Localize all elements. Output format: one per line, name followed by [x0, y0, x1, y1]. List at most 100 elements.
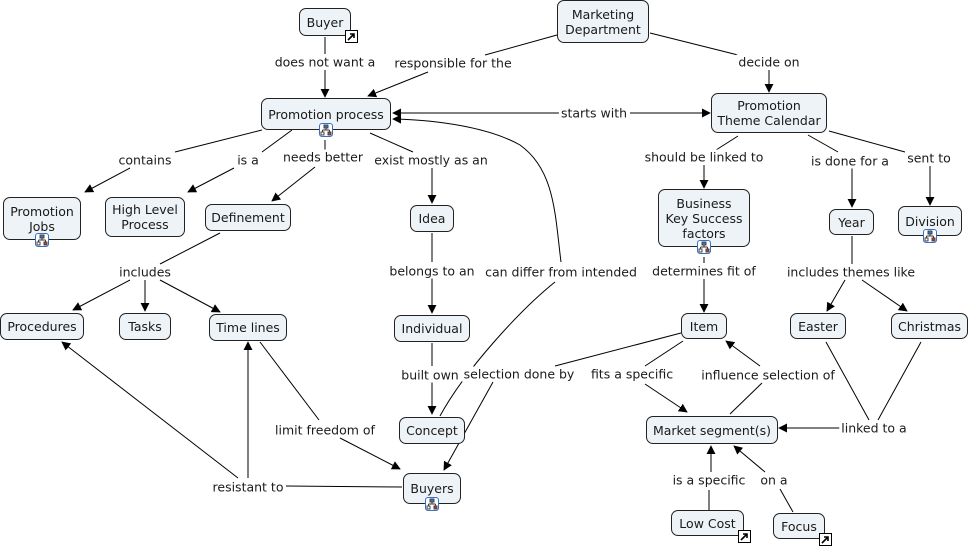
node-label: Tasks: [128, 319, 162, 334]
node-idea[interactable]: Idea: [410, 205, 454, 232]
link-label-exist-mostly-as-an[interactable]: exist mostly as an: [372, 152, 490, 168]
link-label-can-differ-from-intended[interactable]: can differ from intended: [483, 264, 639, 280]
link-label-determines-fit-of[interactable]: determines fit of: [650, 263, 758, 279]
node-procedures[interactable]: Procedures: [0, 313, 84, 340]
node-focus[interactable]: Focus: [773, 513, 832, 546]
node-year[interactable]: Year: [829, 209, 874, 235]
link-label-built-own[interactable]: built own: [399, 367, 461, 383]
edge: [644, 340, 684, 367]
edge: [392, 114, 562, 263]
concept-map-icon[interactable]: [319, 123, 333, 137]
edge: [159, 279, 221, 313]
link-label-sent-to[interactable]: sent to: [905, 150, 953, 166]
edge: [443, 381, 494, 471]
node-label: Buyer: [306, 14, 344, 30]
node-easter[interactable]: Easter: [790, 313, 846, 339]
node-promotion-theme-calendar[interactable]: Promotion Theme Calendar: [711, 93, 827, 133]
edge: [877, 341, 922, 421]
link-label-limit-freedom-of[interactable]: limit freedom of: [273, 422, 377, 438]
node-label: Idea: [418, 211, 446, 226]
edge: [159, 232, 221, 265]
edge: [807, 134, 839, 153]
edge: [339, 437, 401, 470]
link-label-is-a-specific[interactable]: is a specific: [670, 472, 748, 488]
node-promotion-jobs[interactable]: Promotion Jobs: [3, 197, 81, 247]
link-label-influence-selection-of[interactable]: influence selection of: [699, 367, 837, 383]
edge: [828, 130, 906, 153]
link-label-fits-a-specific[interactable]: fits a specific: [588, 366, 676, 382]
external-link-icon[interactable]: [738, 530, 751, 543]
node-label: Concept: [406, 423, 458, 438]
edge: [72, 279, 131, 311]
edge: [715, 135, 739, 151]
node-label: Promotion Jobs: [10, 203, 74, 234]
edge: [285, 485, 403, 488]
link-label-contains[interactable]: contains: [116, 152, 174, 168]
edge: [61, 341, 239, 479]
node-label: Christmas: [897, 318, 962, 334]
edge: [554, 332, 682, 367]
edge: [259, 341, 320, 421]
edge: [825, 341, 870, 421]
link-label-is-a[interactable]: is a: [235, 152, 261, 168]
node-label: Market segment(s): [652, 422, 772, 438]
link-label-includes[interactable]: includes: [117, 264, 173, 280]
node-division[interactable]: Division: [898, 206, 962, 243]
node-label: Promotion process: [268, 106, 384, 122]
edge: [271, 166, 316, 202]
node-label: Marketing Department: [565, 6, 641, 37]
edge: [729, 382, 763, 415]
link-label-belongs-to-an[interactable]: belongs to an: [387, 263, 477, 279]
concept-map-icon[interactable]: [35, 233, 49, 247]
node-christmas[interactable]: Christmas: [891, 313, 968, 339]
link-label-includes-themes-like[interactable]: includes themes like: [784, 264, 918, 280]
link-label-on-a[interactable]: on a: [758, 472, 790, 488]
concept-map-icon[interactable]: [923, 229, 937, 243]
node-low-cost[interactable]: Low Cost: [671, 510, 751, 543]
concept-map-icon[interactable]: [697, 240, 711, 254]
edge: [367, 71, 429, 98]
external-link-icon[interactable]: [345, 30, 358, 43]
node-label: Promotion Theme Calendar: [717, 98, 821, 128]
node-concept[interactable]: Concept: [399, 417, 465, 444]
link-label-selection-done-by[interactable]: selection done by: [461, 366, 577, 382]
node-buyers[interactable]: Buyers: [403, 473, 461, 511]
node-label: High Level Process: [112, 202, 178, 232]
link-label-starts-with[interactable]: starts with: [558, 105, 630, 121]
link-label-resistant-to[interactable]: resistant to: [210, 479, 286, 495]
node-item[interactable]: Item: [681, 313, 727, 339]
node-label: Division: [905, 213, 955, 229]
node-label: Business Key Success factors: [665, 195, 743, 241]
link-label-is-done-for-a[interactable]: is done for a: [809, 153, 891, 169]
link-label-decide-on[interactable]: decide on: [736, 54, 802, 70]
edge: [733, 445, 766, 473]
link-label-needs-better[interactable]: needs better: [281, 149, 365, 165]
node-label: Procedures: [7, 319, 77, 334]
node-high-level-process[interactable]: High Level Process: [105, 197, 185, 237]
node-individual[interactable]: Individual: [394, 315, 470, 342]
link-label-does-not-want-a[interactable]: does not want a: [272, 54, 378, 70]
link-label-responsible-for-the[interactable]: responsible for the: [392, 55, 514, 71]
edge: [826, 279, 846, 312]
link-label-linked-to-a[interactable]: linked to a: [839, 420, 909, 436]
node-time-lines[interactable]: Time lines: [209, 314, 287, 341]
external-link-icon[interactable]: [819, 533, 832, 546]
node-label: Buyers: [410, 481, 454, 496]
edge: [861, 279, 908, 312]
edge: [649, 32, 739, 56]
edge: [779, 488, 794, 513]
node-buyer[interactable]: Buyer: [299, 8, 358, 43]
edge: [261, 129, 293, 153]
node-tasks[interactable]: Tasks: [119, 313, 171, 340]
concept-map-icon[interactable]: [425, 497, 439, 511]
node-label: Year: [838, 214, 865, 230]
node-market-segments[interactable]: Market segment(s): [646, 416, 778, 444]
node-promotion-process[interactable]: Promotion process: [261, 98, 391, 137]
link-label-should-be-linked-to[interactable]: should be linked to: [642, 149, 766, 165]
node-label: Time lines: [216, 320, 280, 335]
node-business-key-success-factors[interactable]: Business Key Success factors: [658, 189, 750, 254]
edge: [369, 132, 414, 153]
node-marketing-department[interactable]: Marketing Department: [557, 0, 649, 43]
node-definement[interactable]: Definement: [205, 204, 291, 231]
